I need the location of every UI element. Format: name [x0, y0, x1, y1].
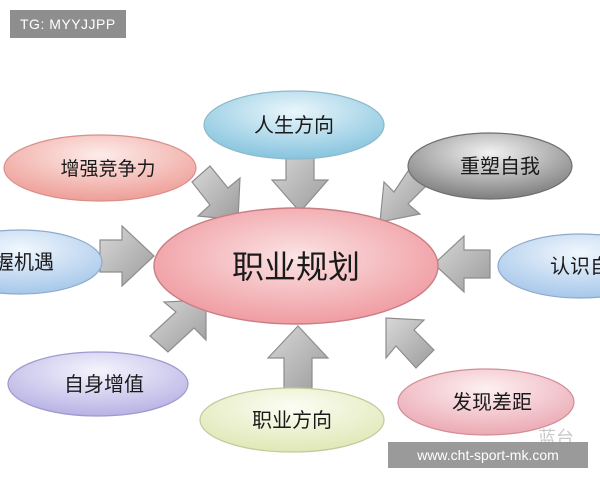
arrow-left — [99, 224, 155, 288]
arrow-bottom — [266, 325, 330, 391]
arrow-right — [433, 234, 491, 294]
node-right-label: 认识自我 — [550, 254, 600, 278]
node-top-right: 重塑自我 — [407, 132, 573, 200]
arrow-top-right — [379, 167, 429, 223]
node-top-label: 人生方向 — [254, 113, 334, 137]
node-top-right-label: 重塑自我 — [460, 154, 540, 178]
node-right: 认识自我 — [497, 233, 600, 299]
arrows — [99, 149, 491, 391]
node-left: 把握机遇 — [0, 229, 103, 295]
tg-badge: TG: MYYJJPP — [10, 10, 126, 38]
node-bottom-left-label: 自身增值 — [64, 372, 144, 396]
node-bottom: 职业方向 — [199, 387, 385, 453]
node-bottom-label: 职业方向 — [252, 408, 332, 432]
center-node-label: 职业规划 — [232, 248, 360, 286]
node-top: 人生方向 — [203, 90, 385, 160]
node-bottom-right: 发现差距 — [397, 368, 575, 436]
node-left-label: 把握机遇 — [0, 250, 54, 274]
site-url-banner[interactable]: www.cht-sport-mk.com — [388, 442, 588, 468]
node-top-left: 增强竞争力 — [3, 134, 197, 202]
arrow-bottom-right — [385, 317, 435, 369]
arrow-top-left — [191, 165, 241, 221]
node-bottom-left: 自身增值 — [7, 351, 189, 417]
center-node: 职业规划 — [153, 207, 439, 325]
node-bottom-right-label: 发现差距 — [452, 390, 532, 414]
node-top-left-label: 增强竞争力 — [60, 158, 155, 180]
